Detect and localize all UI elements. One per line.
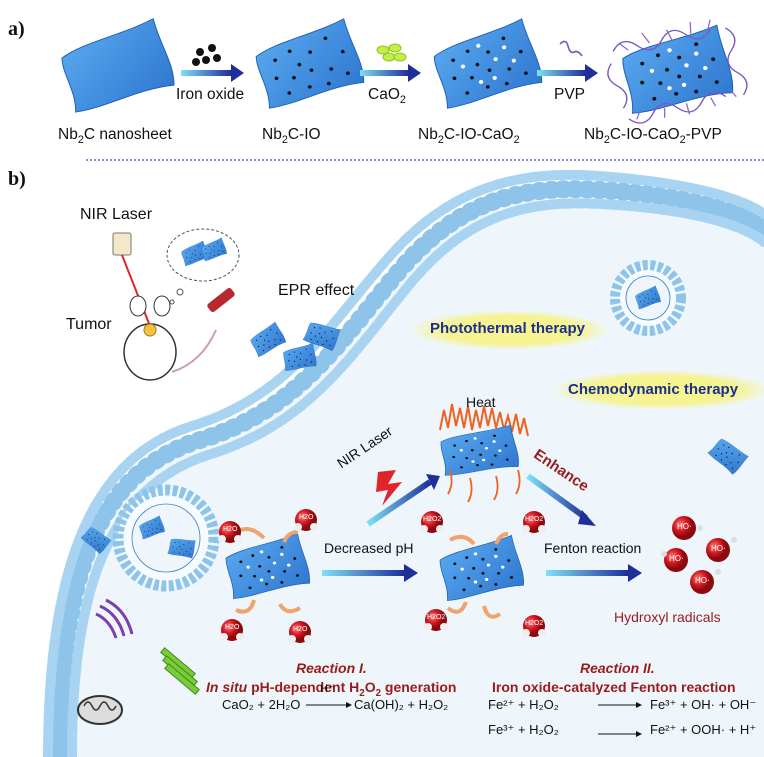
photothermal-label: Photothermal therapy [430, 320, 586, 337]
reaction1-arrow [306, 702, 352, 708]
nb2c-nanosheet-sheet [52, 18, 178, 115]
heat-label: Heat [466, 394, 496, 410]
iron-oxide-icon [192, 44, 221, 66]
cao2-icon [376, 43, 407, 62]
mitochondrion-icon [77, 695, 123, 725]
reaction2-eq2-right: Fe²⁺ + OOH· + H⁺ [650, 722, 757, 737]
reaction2-subtitle: Iron oxide-catalyzed Fenton reaction [492, 679, 736, 695]
ho-molecule-label: HO· [677, 522, 692, 531]
step-label-4: Nb2C-IO-CaO2-PVP [584, 126, 722, 147]
h2o2-molecule-label: H2O2 [423, 516, 442, 523]
ho-molecule-label: HO· [669, 554, 684, 563]
reaction1-catalyst: H⁺ [320, 683, 334, 695]
panel-a [52, 18, 764, 161]
h2o-molecule-label: H2O [293, 626, 308, 633]
h2o2-molecule-label: H2O2 [525, 516, 544, 523]
reaction2-eq1-left: Fe²⁺ + H₂O₂ [488, 697, 559, 712]
panel-a-tag: a) [8, 18, 25, 40]
arrow-to-heat [366, 474, 440, 527]
mouse-illustration [112, 228, 240, 381]
tumor-label: Tumor [66, 316, 112, 333]
step-arrow-3 [537, 64, 598, 82]
nir-laser-label: NIR Laser [80, 206, 153, 223]
reaction2-title: Reaction II. [580, 660, 655, 676]
arrow-fenton [546, 564, 642, 582]
er-icon [160, 647, 200, 695]
reaction1-subtitle: In situ pH-dependent H2O2 generation [206, 679, 457, 699]
golgi-icon [95, 598, 134, 639]
arrow-enhance [526, 473, 596, 526]
reaction2-eq2-left: Fe³⁺ + H₂O₂ [488, 722, 559, 737]
reaction1-title: Reaction I. [296, 660, 367, 676]
arrow-label-pvp: PVP [554, 86, 586, 103]
hydroxyl-molecules [661, 516, 737, 594]
reaction2-eq1-right: Fe³⁺ + OH· + OH⁻ [650, 697, 757, 712]
step-label-1: Nb2C nanosheet [58, 126, 172, 147]
arrow-label-cao2: CaO2 [368, 86, 406, 107]
photothermal-glow [410, 310, 610, 350]
step-label-2: Nb2C-IO [262, 126, 321, 147]
decreased-ph-label: Decreased pH [324, 540, 414, 556]
h2o2-molecule-label: H2O2 [427, 614, 446, 621]
h2o-molecule-label: H2O [223, 526, 238, 533]
heated-nanosheet [435, 403, 529, 503]
ho-molecule-label: HO· [711, 544, 726, 553]
nb2c-io-cao2-pvp-sheet [607, 19, 748, 124]
laser-bolt-icon [376, 470, 402, 506]
nb2c-io-sheet [247, 18, 368, 111]
arrow-label-iron-oxide: Iron oxide [176, 86, 245, 103]
pvp-icon [559, 40, 583, 57]
reaction1-equation-left: CaO₂ + 2H₂O [222, 697, 301, 712]
reaction1-equation-right: Ca(OH)₂ + H₂O₂ [354, 697, 449, 712]
hydroxyl-radicals-label: Hydroxyl radicals [614, 609, 721, 625]
chemodynamic-glow [552, 370, 764, 410]
h2o2-molecule-label: H2O2 [525, 620, 544, 627]
step-label-3: Nb2C-IO-CaO2 [418, 126, 520, 147]
vesicle-left [112, 484, 220, 592]
nb2c-io-cao2-sheet [425, 18, 546, 111]
water-conversion-arrows [235, 527, 509, 619]
h2o-molecule-label: H2O [299, 514, 314, 521]
h2o-molecule-label: H2O [225, 624, 240, 631]
vesicle-top-right [610, 260, 686, 336]
step-arrow-2 [360, 64, 421, 82]
step-arrow-1 [181, 64, 244, 82]
reaction2-arrows [598, 702, 642, 737]
panel-b-tag: b) [8, 168, 26, 190]
chemodynamic-label: Chemodynamic therapy [568, 381, 739, 398]
ho-molecule-label: HO· [695, 576, 710, 585]
epr-effect-label: EPR effect [278, 282, 355, 299]
fenton-reaction-label: Fenton reaction [544, 540, 642, 556]
cell-membrane [43, 169, 764, 757]
arrow-decreased-ph [322, 564, 418, 582]
